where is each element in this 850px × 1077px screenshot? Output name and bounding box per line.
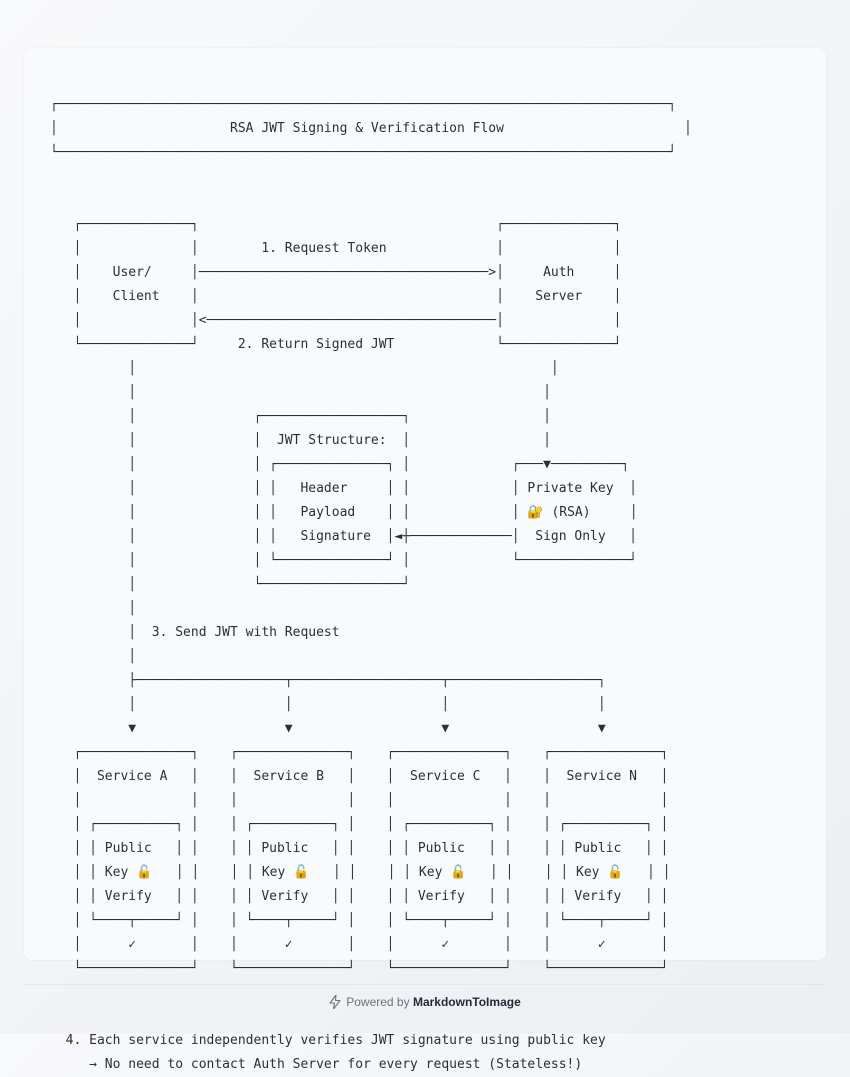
footer: Powered by MarkdownToImage bbox=[0, 993, 850, 1014]
ascii-diagram: ┌───────────────────────────────────────… bbox=[50, 97, 692, 1072]
footer-divider bbox=[24, 984, 826, 985]
lightning-icon bbox=[329, 994, 341, 1014]
diagram-card: ┌───────────────────────────────────────… bbox=[24, 48, 826, 1072]
brand-name[interactable]: MarkdownToImage bbox=[412, 995, 521, 1009]
powered-by-label: Powered by bbox=[346, 995, 410, 1009]
